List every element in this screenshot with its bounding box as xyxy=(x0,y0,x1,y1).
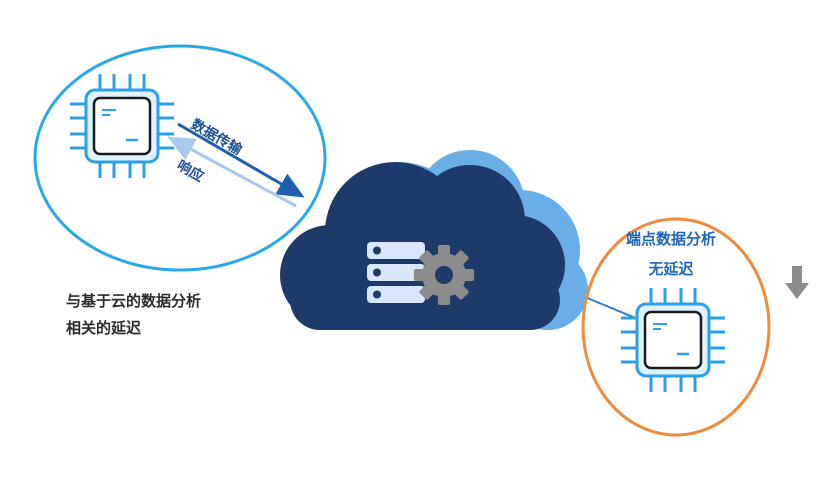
gear-icon xyxy=(414,245,474,305)
response-label: 响应 xyxy=(174,157,207,186)
cloud-latency-caption-line1: 与基于云的数据分析 xyxy=(66,292,202,310)
cpu-chip-icon xyxy=(621,288,725,392)
cloud-latency-caption: 与基于云的数据分析 相关的延迟 xyxy=(66,288,201,342)
cloud-latency-ring xyxy=(33,44,327,272)
response-arrow xyxy=(167,136,297,208)
edge-caption-line2: 无延迟 xyxy=(648,260,694,278)
server-stack-icon xyxy=(367,242,425,303)
data-transfer-arrow xyxy=(177,122,305,198)
cloud-latency-caption-line2: 相关的延迟 xyxy=(66,319,142,337)
cpu-chip-icon xyxy=(70,74,174,178)
edge-ring xyxy=(581,217,771,437)
edge-caption-line1: 端点数据分析 xyxy=(625,230,716,248)
cloud-icon xyxy=(280,150,588,330)
down-arrow-icon xyxy=(785,266,809,299)
edge-caption: 端点数据分析 无延迟 xyxy=(616,224,726,284)
